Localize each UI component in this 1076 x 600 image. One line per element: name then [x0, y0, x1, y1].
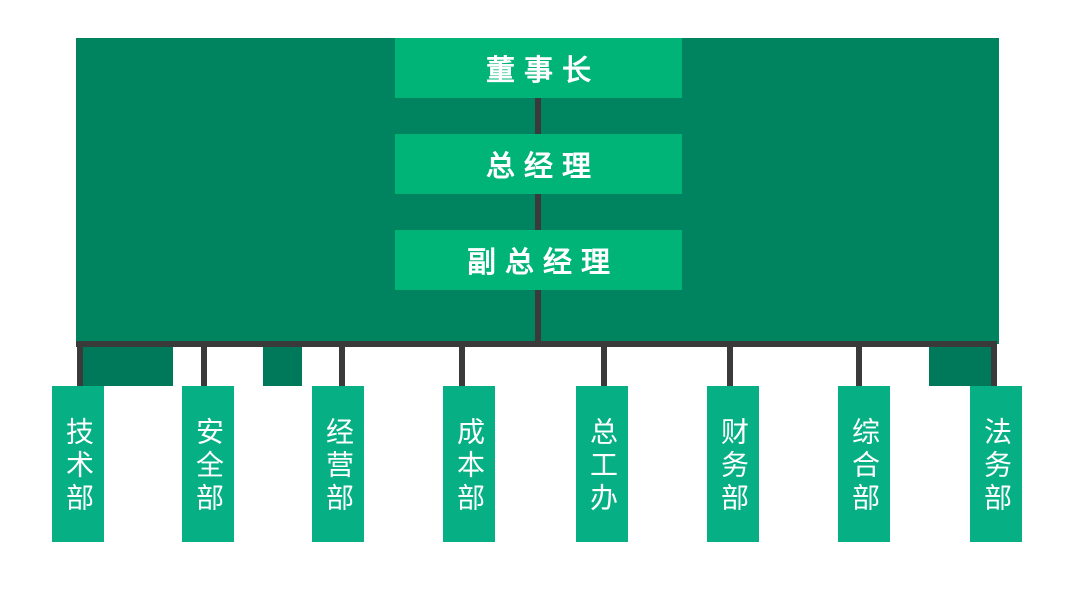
department-label-operations: 经营部 [323, 417, 354, 516]
connector-deputy-trunk [535, 290, 541, 343]
decorative-block-right [929, 347, 993, 386]
decorative-block-middle [263, 347, 302, 386]
executive-box-deputy-general-manager: 副总经理 [395, 230, 682, 290]
connector-dept-legal [991, 347, 997, 388]
connector-gm-deputy [535, 194, 541, 230]
executive-label-chairman: 董事长 [485, 55, 600, 87]
department-box-safety: 安全部 [182, 386, 234, 542]
connector-chairman-gm [535, 98, 541, 134]
decorative-block-left [78, 347, 173, 386]
connector-dept-operations [339, 347, 345, 388]
department-label-finance: 财务部 [718, 417, 749, 516]
department-box-operations: 经营部 [312, 386, 364, 542]
executive-box-chairman: 董事长 [395, 38, 682, 98]
connector-dept-safety [201, 347, 207, 388]
department-label-general-affairs: 综合部 [849, 417, 880, 516]
department-box-technology: 技术部 [52, 386, 104, 542]
executive-label-general-manager: 总经理 [485, 151, 600, 183]
department-box-legal: 法务部 [970, 386, 1022, 542]
department-label-legal: 法务部 [981, 417, 1012, 516]
connector-dept-general-affairs [856, 347, 862, 388]
department-box-cost: 成本部 [443, 386, 495, 542]
executive-label-deputy-general-manager: 副总经理 [466, 247, 619, 279]
connector-dept-technology [77, 347, 83, 388]
department-box-general-affairs: 综合部 [838, 386, 890, 542]
connector-horizontal-trunk [76, 341, 997, 347]
executive-box-general-manager: 总经理 [395, 134, 682, 194]
department-box-chief-engineer-office: 总工办 [576, 386, 628, 542]
department-box-finance: 财务部 [707, 386, 759, 542]
department-label-chief-engineer-office: 总工办 [587, 417, 618, 516]
connector-dept-finance [727, 347, 733, 388]
department-label-safety: 安全部 [193, 417, 224, 516]
connector-dept-cost [459, 347, 465, 388]
connector-dept-chief-engineer [601, 347, 607, 388]
department-label-technology: 技术部 [63, 417, 94, 516]
department-label-cost: 成本部 [454, 417, 485, 516]
